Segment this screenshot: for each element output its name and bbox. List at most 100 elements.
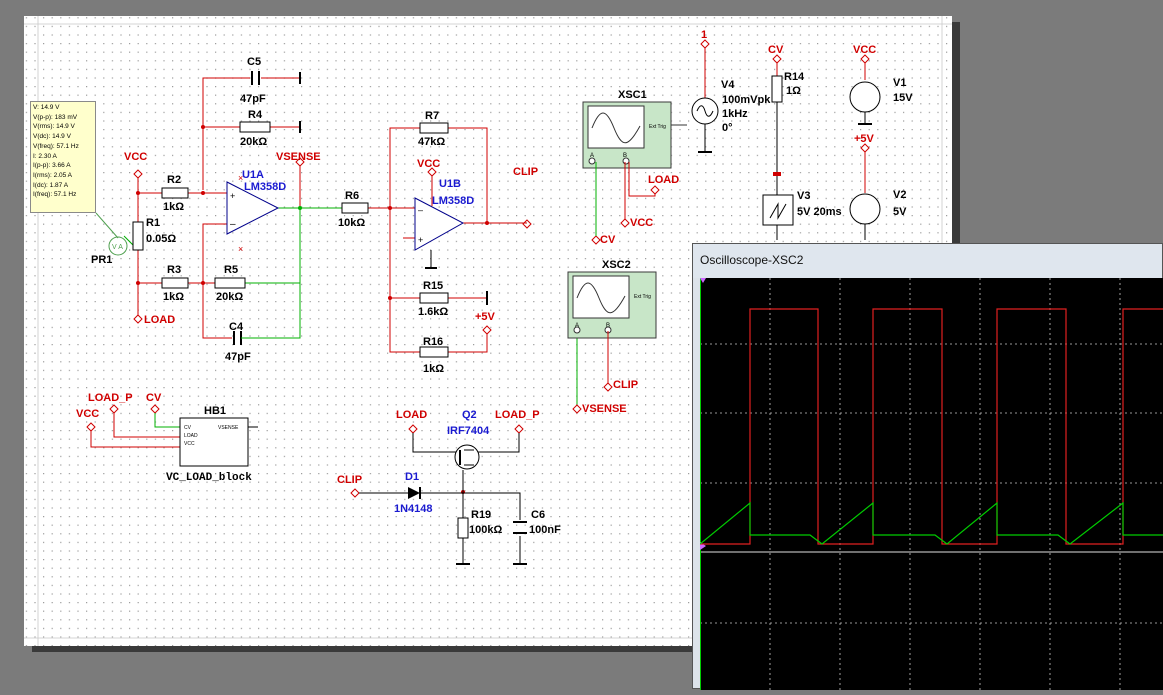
vsense-label-1: VSENSE [276, 151, 321, 163]
d1-part: 1N4148 [394, 503, 433, 515]
c6-label: C6 [531, 509, 545, 521]
component-labels: PR1 V A R1 0.05Ω R2 1kΩ R3 1kΩ R4 20kΩ R… [91, 56, 913, 536]
u1a-opamp[interactable] [226, 181, 280, 235]
scope-gridlines [700, 278, 1163, 690]
r4-value: 20kΩ [240, 136, 267, 148]
u1a-part: LM358D [244, 181, 286, 193]
r16-label: R16 [423, 336, 443, 348]
oscilloscope-titlebar[interactable]: Oscilloscope-XSC2 [693, 244, 1162, 278]
r15-resistor[interactable] [419, 292, 449, 304]
r15-value: 1.6kΩ [418, 306, 448, 318]
hb1-block[interactable] [90, 413, 258, 467]
net-labels: VCC LOAD VSENSE VCC CLIP +5V LOAD LOAD_P… [76, 29, 876, 486]
probe-line: V(dc): 14.9 V [33, 133, 71, 141]
oscilloscope-screen[interactable] [699, 278, 1163, 690]
xsc2-label: XSC2 [602, 259, 631, 271]
va-label: V A [112, 244, 123, 251]
r5-value: 20kΩ [216, 291, 243, 303]
xsc1-ch-a: A [590, 153, 594, 159]
r15-label: R15 [423, 280, 443, 292]
load-label-3: LOAD [648, 174, 679, 186]
vcc-label-5: VCC [853, 44, 876, 56]
r5-resistor[interactable] [214, 277, 246, 289]
q2-mosfet[interactable] [454, 444, 480, 470]
cursor-marker-top[interactable] [700, 278, 706, 283]
v3-label: V3 [797, 190, 810, 202]
v1-source[interactable] [849, 63, 881, 125]
xsc1-label: XSC1 [618, 89, 647, 101]
r1-label: R1 [146, 217, 160, 229]
r2-resistor[interactable] [161, 187, 189, 199]
c5-label: C5 [247, 56, 261, 68]
hb1-label: HB1 [204, 405, 226, 417]
plus5v-label-1: +5V [475, 311, 496, 323]
u1b-label: U1B [439, 178, 461, 190]
r19-label: R19 [471, 509, 491, 521]
r7-value: 47kΩ [418, 136, 445, 148]
load-label-2: LOAD [396, 409, 427, 421]
probe-line: V: 14.9 V [33, 104, 60, 111]
probe-line: V(freq): 57.1 Hz [33, 142, 79, 150]
r6-resistor[interactable] [341, 202, 369, 214]
r7-resistor[interactable] [419, 122, 449, 134]
svg-text:×: × [238, 173, 243, 183]
load-p-label-1: LOAD_P [88, 392, 133, 404]
oscilloscope-graph [699, 278, 1163, 690]
clip-label-1: CLIP [513, 166, 538, 178]
v2-source[interactable] [849, 152, 881, 240]
u1b-opamp[interactable] [414, 197, 465, 251]
probe-pr1[interactable] [108, 236, 128, 256]
hb1-name: VC_LOAD_block [166, 472, 252, 484]
xsc2-oscilloscope[interactable] [567, 271, 657, 339]
load-p-label-2: LOAD_P [495, 409, 540, 421]
v4-phase: 0° [722, 122, 733, 134]
c4-value: 47pF [225, 351, 251, 363]
cv-label-1: CV [146, 392, 162, 404]
r1-resistor[interactable] [132, 221, 144, 251]
vcc-label-1: VCC [124, 151, 147, 163]
vcc-label-2: VCC [417, 158, 440, 170]
vcc-label-3: VCC [76, 408, 99, 420]
trace-a-green [699, 501, 1163, 545]
pr1-label: PR1 [91, 254, 112, 266]
r19-resistor[interactable] [457, 517, 469, 539]
u1b-section [368, 127, 527, 353]
d1-diode[interactable] [408, 487, 421, 499]
r3-resistor[interactable] [161, 277, 189, 289]
v4-label: V4 [721, 79, 735, 91]
v3-value: 5V 20ms [797, 206, 842, 218]
c5-capacitor[interactable] [251, 71, 260, 85]
probe-line: I(dc): 1.87 A [33, 181, 69, 189]
svg-text:–: – [230, 219, 236, 230]
r4-label: R4 [248, 109, 263, 121]
xsc1-ch-b: B [623, 153, 627, 159]
xsc2-ch-b: B [606, 323, 610, 329]
r16-resistor[interactable] [419, 346, 449, 358]
xsc2-ext-trig: Ext Trig [634, 294, 651, 300]
v4-source[interactable] [691, 48, 719, 153]
xsc1-oscilloscope[interactable] [582, 101, 687, 169]
r2-label: R2 [167, 174, 181, 186]
c6-capacitor[interactable] [513, 521, 527, 534]
clip-label-3: CLIP [613, 379, 638, 391]
hb1-pin-load: LOAD [184, 433, 198, 439]
r4-resistor[interactable] [239, 121, 271, 133]
probe-line: I: 2.30 A [33, 152, 57, 160]
oscilloscope-title: Oscilloscope-XSC2 [700, 253, 804, 267]
c5-value: 47pF [240, 93, 266, 105]
v2-value: 5V [893, 206, 907, 218]
r19-value: 100kΩ [469, 524, 502, 536]
probe-line: I(rms): 2.05 A [33, 171, 73, 179]
v3-source[interactable] [762, 63, 794, 240]
r7-label: R7 [425, 110, 439, 122]
q2-part: IRF7404 [447, 425, 490, 437]
xsc2-ch-a: A [575, 323, 579, 329]
vsense-label-2: VSENSE [582, 403, 627, 415]
r6-value: 10kΩ [338, 217, 365, 229]
oscilloscope-window[interactable]: Oscilloscope-XSC2 [692, 243, 1163, 690]
u1a-label: U1A [242, 169, 264, 181]
clip-label-2: CLIP [337, 474, 362, 486]
probe-line: V(p-p): 183 mV [33, 113, 78, 121]
svg-text:–: – [418, 205, 423, 215]
v1-value: 15V [893, 92, 913, 104]
